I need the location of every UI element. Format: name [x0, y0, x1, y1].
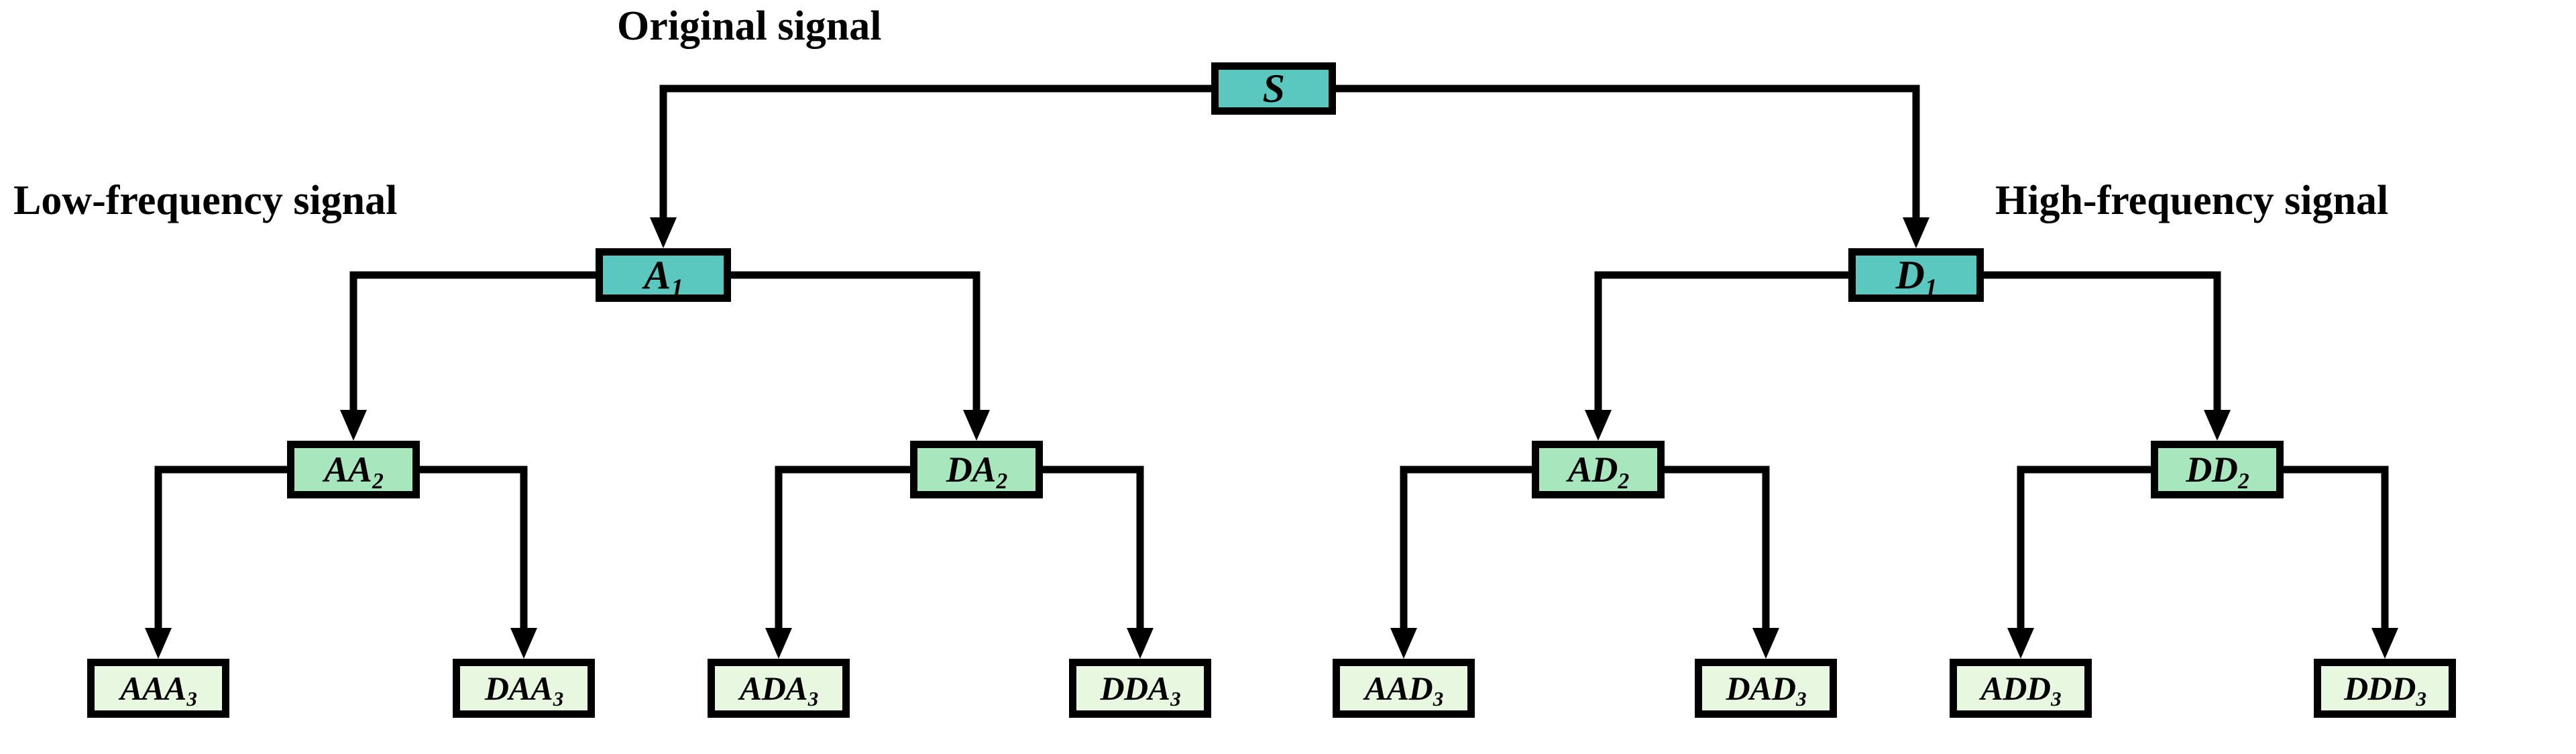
node-add3[interactable]: ADD3: [1950, 659, 2092, 718]
node-subscript-dad3: 3: [1796, 687, 1807, 711]
arrowhead-icon: [1903, 217, 1929, 248]
node-label-a1: A1: [644, 253, 683, 303]
arrowhead-icon: [2007, 628, 2034, 659]
node-label-dad3: DAD3: [1726, 669, 1807, 711]
node-dda3[interactable]: DDA3: [1069, 659, 1211, 718]
node-d1[interactable]: D1: [1848, 248, 1984, 302]
node-subscript-aaa3: 3: [186, 687, 197, 711]
node-label-aaa3: AAA3: [120, 669, 197, 711]
node-subscript-dda3: 3: [1170, 687, 1181, 711]
arrowhead-icon: [765, 628, 792, 659]
node-s[interactable]: S: [1211, 62, 1336, 115]
edge-d1-to-dd2: [1984, 271, 2231, 441]
node-aaa3[interactable]: AAA3: [87, 659, 229, 718]
edge-s-to-d1: [1336, 85, 1929, 248]
node-da2[interactable]: DA2: [910, 441, 1043, 498]
edge-a1-to-aa2: [340, 271, 596, 441]
edge-da2-to-ada3: [765, 466, 910, 659]
node-daa3[interactable]: DAA3: [453, 659, 595, 718]
node-label-aad3: AAD3: [1364, 669, 1443, 711]
node-subscript-aad3: 3: [1433, 687, 1444, 711]
edge-a1-to-da2: [731, 271, 990, 441]
node-subscript-ad2: 2: [1618, 469, 1630, 494]
node-label-ddd3: DDD3: [2344, 669, 2426, 711]
caption-high: High-frequency signal: [1995, 178, 2389, 223]
caption-low: Low-frequency signal: [13, 178, 398, 223]
edge-ad2-to-dad3: [1665, 466, 1779, 659]
node-label-add3: ADD3: [1980, 669, 2062, 711]
node-aa2[interactable]: AA2: [287, 441, 420, 498]
arrowhead-icon: [510, 628, 537, 659]
arrowhead-icon: [340, 410, 367, 441]
edge-ad2-to-aad3: [1390, 466, 1532, 659]
arrowhead-icon: [145, 628, 172, 659]
node-dad3[interactable]: DAD3: [1695, 659, 1837, 718]
arrowhead-icon: [963, 410, 990, 441]
edge-dd2-to-add3: [2007, 466, 2151, 659]
arrowhead-icon: [650, 217, 677, 248]
node-label-d1: D1: [1895, 253, 1938, 303]
node-subscript-da2: 2: [996, 469, 1008, 494]
edge-aa2-to-aaa3: [145, 466, 287, 659]
arrowhead-icon: [2371, 628, 2398, 659]
node-label-s: S: [1262, 66, 1285, 111]
node-subscript-ddd3: 3: [2416, 687, 2427, 711]
arrowhead-icon: [1752, 628, 1779, 659]
arrowhead-icon: [1585, 410, 1612, 441]
node-label-aa2: AA2: [324, 449, 384, 494]
node-subscript-dd2: 2: [2238, 469, 2249, 494]
node-dd2[interactable]: DD2: [2151, 441, 2284, 498]
arrowhead-icon: [2204, 410, 2231, 441]
node-subscript-daa3: 3: [553, 687, 564, 711]
edge-s-to-a1: [650, 85, 1211, 248]
node-ad2[interactable]: AD2: [1532, 441, 1665, 498]
node-label-dd2: DD2: [2186, 449, 2249, 494]
node-aad3[interactable]: AAD3: [1333, 659, 1475, 718]
arrowhead-icon: [1390, 628, 1417, 659]
node-a1[interactable]: A1: [596, 248, 731, 302]
node-label-ad2: AD2: [1567, 449, 1629, 494]
node-ddd3[interactable]: DDD3: [2314, 659, 2456, 718]
node-subscript-ada3: 3: [807, 687, 819, 711]
edge-aa2-to-daa3: [420, 466, 537, 659]
node-label-daa3: DAA3: [484, 669, 563, 711]
node-subscript-d1: 1: [1925, 274, 1938, 303]
edge-da2-to-dda3: [1043, 466, 1154, 659]
node-label-dda3: DDA3: [1100, 669, 1181, 711]
edge-d1-to-ad2: [1585, 271, 1848, 441]
edge-dd2-to-ddd3: [2284, 466, 2398, 659]
arrowhead-icon: [1127, 628, 1154, 659]
node-subscript-add3: 3: [2051, 687, 2062, 711]
node-ada3[interactable]: ADA3: [708, 659, 850, 718]
node-subscript-a1: 1: [671, 274, 683, 303]
node-label-da2: DA2: [946, 449, 1007, 494]
node-label-ada3: ADA3: [739, 669, 818, 711]
node-subscript-aa2: 2: [372, 469, 384, 494]
caption-original: Original signal: [617, 3, 882, 49]
